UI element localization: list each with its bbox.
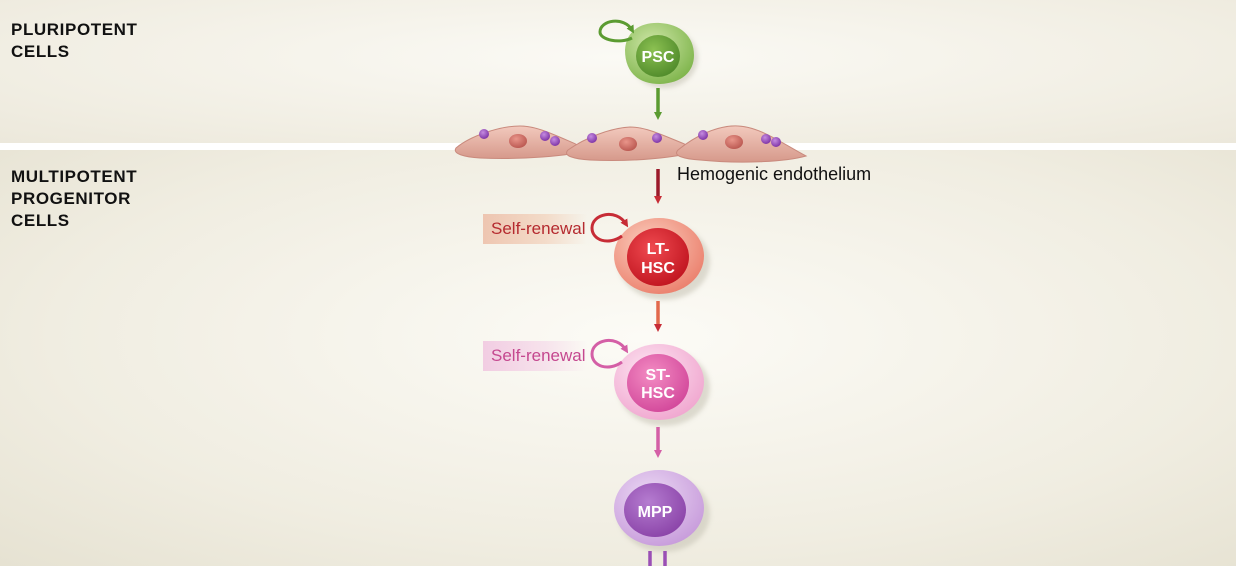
lt-hsc-cell: LT- HSC bbox=[614, 218, 710, 300]
st-hsc-label-line1: ST- bbox=[646, 367, 671, 384]
hemogenic-endothelium-label: Hemogenic endothelium bbox=[677, 164, 872, 184]
section-label-pluripotent: PLURIPOTENT CELLS bbox=[11, 20, 138, 61]
st-hsc-label-line2: HSC bbox=[641, 385, 675, 402]
psc-label: PSC bbox=[642, 49, 675, 66]
pluripotent-band bbox=[0, 0, 1236, 143]
st-hsc-self-renewal-arrow bbox=[590, 339, 629, 369]
psc-cell: PSC bbox=[625, 22, 698, 88]
st-hsc-cell: ST- HSC bbox=[614, 344, 710, 426]
hemogenic-endothelium-cells bbox=[454, 125, 808, 163]
section-label-multipotent: MULTIPOTENT PROGENITOR CELLS bbox=[11, 167, 138, 230]
self-renewal-label-lt-hsc: Self-renewal bbox=[483, 214, 587, 244]
self-renewal-label-st-hsc: Self-renewal bbox=[483, 341, 587, 371]
lt-hsc-label-line1: LT- bbox=[647, 241, 670, 258]
mpp-cell: MPP bbox=[614, 470, 710, 552]
lt-hsc-label-line2: HSC bbox=[641, 260, 675, 277]
mpp-label: MPP bbox=[638, 504, 673, 521]
lt-hsc-self-renewal-arrow bbox=[590, 213, 629, 243]
psc-self-renewal-arrow bbox=[598, 19, 634, 43]
